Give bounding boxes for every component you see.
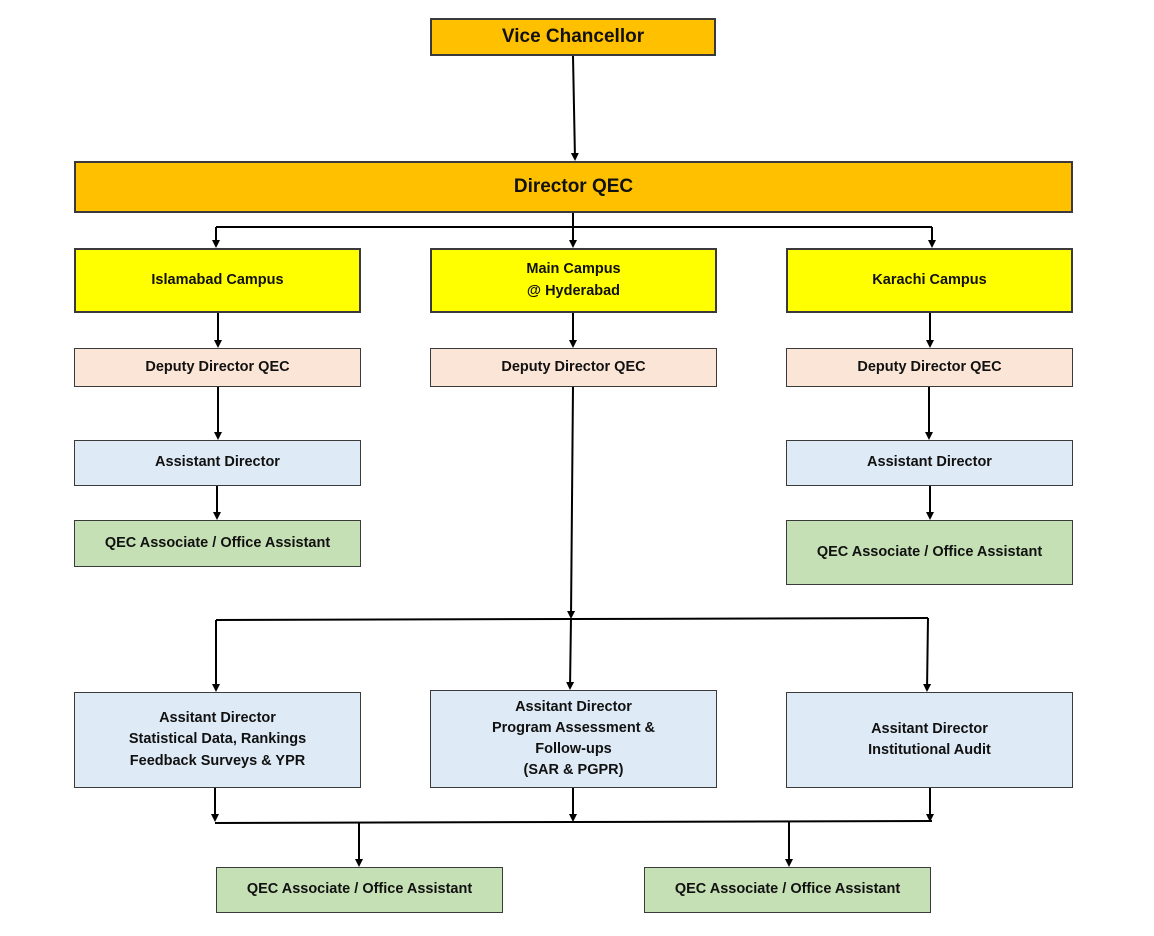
vice-chancellor-box: Vice Chancellor	[430, 18, 716, 56]
director-qec-label: Director QEC	[513, 176, 634, 198]
deputy-director-karachi-box: Deputy Director QEC	[786, 348, 1073, 387]
qec-associate-bottom-right-label: QEC Associate / Office Assistant	[674, 881, 901, 898]
main-campus-box: Main Campus @ Hyderabad	[430, 248, 717, 313]
assistant-director-statistical-box: Assitant Director Statistical Data, Rank…	[74, 692, 361, 788]
main-campus-label: Main Campus @ Hyderabad	[526, 261, 621, 299]
assistant-director-audit-label: Assitant Director Institutional Audit	[868, 720, 991, 758]
qec-associate-karachi-box: QEC Associate / Office Assistant	[786, 520, 1073, 585]
islamabad-campus-label: Islamabad Campus	[151, 271, 284, 288]
assistant-director-islamabad-box: Assistant Director	[74, 440, 361, 486]
assistant-director-audit-box: Assitant Director Institutional Audit	[786, 692, 1073, 788]
qec-associate-islamabad-label: QEC Associate / Office Assistant	[104, 534, 331, 551]
deputy-director-main-box: Deputy Director QEC	[430, 348, 717, 387]
qec-associate-bottom-left-box: QEC Associate / Office Assistant	[216, 867, 503, 913]
deputy-director-karachi-label: Deputy Director QEC	[857, 358, 1002, 375]
assistant-director-islamabad-label: Assistant Director	[155, 454, 280, 471]
assistant-director-program-box: Assitant Director Program Assessment & F…	[430, 690, 717, 788]
assistant-director-statistical-label: Assitant Director Statistical Data, Rank…	[128, 710, 307, 769]
connector-bottom-bus	[214, 820, 933, 824]
qec-associate-bottom-left-label: QEC Associate / Office Assistant	[246, 881, 473, 898]
director-qec-box: Director QEC	[74, 161, 1073, 213]
karachi-campus-box: Karachi Campus	[786, 248, 1073, 313]
qec-associate-karachi-label: QEC Associate / Office Assistant	[816, 543, 1043, 560]
islamabad-campus-box: Islamabad Campus	[74, 248, 361, 313]
karachi-campus-label: Karachi Campus	[872, 271, 987, 288]
qec-associate-bottom-right-box: QEC Associate / Office Assistant	[644, 867, 931, 913]
assistant-director-karachi-box: Assistant Director	[786, 440, 1073, 486]
connector-lower-bus	[215, 617, 929, 621]
connector-lower-mid	[566, 617, 575, 690]
deputy-director-islamabad-label: Deputy Director QEC	[145, 358, 290, 375]
deputy-director-islamabad-box: Deputy Director QEC	[74, 348, 361, 387]
qec-associate-islamabad-box: QEC Associate / Office Assistant	[74, 520, 361, 567]
deputy-director-main-label: Deputy Director QEC	[501, 358, 646, 375]
assistant-director-karachi-label: Assistant Director	[867, 454, 992, 471]
vice-chancellor-label: Vice Chancellor	[501, 26, 645, 48]
connector-main-dd-down	[567, 385, 576, 619]
assistant-director-program-label: Assitant Director Program Assessment & F…	[491, 698, 656, 779]
connector-lower-right	[923, 617, 932, 692]
connector-vc-director	[570, 55, 579, 161]
